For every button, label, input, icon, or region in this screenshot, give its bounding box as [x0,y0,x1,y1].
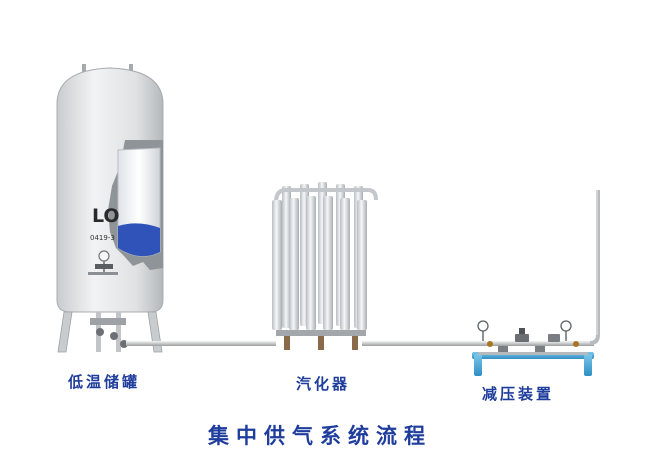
tank-valve-manifold [95,264,113,269]
tank-liquid-level [118,223,160,257]
vaporizer-label: 汽化器 [296,375,351,393]
regulator-valve-handle [573,341,579,347]
vaporizer-fin-tube [340,198,350,330]
vaporizer-fin-tube [323,196,333,330]
regulator-main-pipe [470,341,594,346]
diagram-title: 集中供气系统流程 [208,423,432,448]
tank-leg [116,312,121,352]
vaporizer-foot [352,336,358,350]
regulator-valve [498,346,508,352]
tank-leg [57,311,73,353]
regulator-frame-leg [474,354,482,376]
regulator-label: 减压装置 [482,385,555,403]
pipe-tank-to-vaporizer [126,341,276,346]
vaporizer-top-manifold [274,188,378,203]
vaporizer [272,182,378,350]
tank-label: 低温储罐 [68,373,141,391]
regulator-valve-handle [487,341,493,347]
regulator-valve [535,346,545,352]
regulator-frame-leg [584,354,592,376]
vaporizer-base [276,330,366,336]
tank-lifting-lug [82,64,86,72]
tank-bottom-valve [110,332,118,340]
tank-bottom-valve-bank [90,318,126,325]
tank-bottom-valve [96,328,104,336]
pressure-reducing-unit [470,320,594,376]
tank-pressure-gauge [98,250,110,262]
vaporizer-fin-tube [272,200,282,330]
vaporizer-foot [318,336,324,350]
tank-mark-text: LO [92,205,120,227]
vaporizer-fin-tube [306,196,316,330]
vaporizer-fin-tube [282,186,291,328]
pipe-vaporizer-to-regulator [362,341,472,346]
inlet-pressure-gauge [477,320,489,332]
outlet-pressure-gauge [560,320,572,332]
pressure-regulator [515,334,529,342]
regulator-valve [548,334,560,342]
tank-code-text: 0419-3 [90,234,115,242]
vaporizer-foot [284,336,290,350]
outlet-riser-pipe [589,190,600,345]
vaporizer-fin-tube [289,198,299,330]
tank-lifting-lug [129,64,133,72]
vaporizer-fin-tube [357,200,367,330]
cryogenic-storage-tank: LO 0419-3 [56,64,164,353]
